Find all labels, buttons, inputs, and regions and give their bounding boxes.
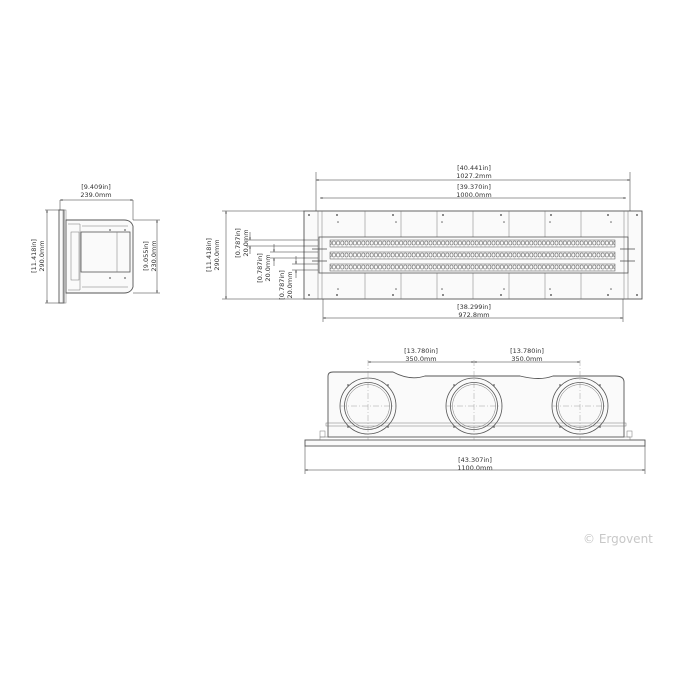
- side-width-mm: 239.0mm: [80, 191, 111, 199]
- top-bottom-width-in: [38.299in]: [457, 303, 491, 311]
- front-spacing-2-in: [13.780in]: [510, 347, 544, 355]
- watermark: © Ergovent: [583, 532, 653, 546]
- front-overall-width-in: [43.307in]: [458, 456, 492, 464]
- top-inner-width-in: [39.370in]: [457, 183, 491, 191]
- front-spacing-1-mm: 350.0mm: [405, 355, 436, 363]
- side-inner-height-in: [9.055in]: [142, 241, 150, 271]
- side-height-mm: 290.0mm: [38, 240, 46, 271]
- front-view: [13.780in] 350.0mm [13.780in] 350.0mm [4…: [304, 347, 646, 474]
- slot-spacing-2-mm: 20.0mm: [264, 254, 272, 281]
- side-width-in: [9.409in]: [81, 183, 111, 191]
- slot-spacing-3-mm: 20.0mm: [286, 271, 294, 298]
- front-spacing-2-mm: 350.0mm: [511, 355, 542, 363]
- top-overall-width-in: [40.441in]: [457, 164, 491, 172]
- side-view: [9.409in] 239.0mm [11.418in] 290.0mm [9.…: [30, 183, 160, 304]
- top-height-mm: 290.0mm: [213, 239, 221, 270]
- top-view: [40.441in] 1027.2mm [39.370in] 1000.0mm …: [205, 164, 643, 322]
- top-inner-width-mm: 1000.0mm: [456, 191, 491, 199]
- top-height-in: [11.418in]: [205, 238, 213, 272]
- front-overall-width-mm: 1100.0mm: [457, 464, 492, 472]
- front-spacing-1-in: [13.780in]: [404, 347, 438, 355]
- side-height-in: [11.418in]: [30, 239, 38, 273]
- side-inner-height-mm: 230.0mm: [150, 240, 158, 271]
- slot-spacing-1-mm: 20.0mm: [242, 229, 250, 256]
- slot-spacing-3-in: [0.787in]: [278, 270, 286, 300]
- top-bottom-width-mm: 972.8mm: [458, 311, 489, 319]
- slot-spacing-1-in: [0.787in]: [234, 228, 242, 258]
- slot-spacing-2-in: [0.787in]: [256, 253, 264, 283]
- top-overall-width-mm: 1027.2mm: [456, 172, 491, 180]
